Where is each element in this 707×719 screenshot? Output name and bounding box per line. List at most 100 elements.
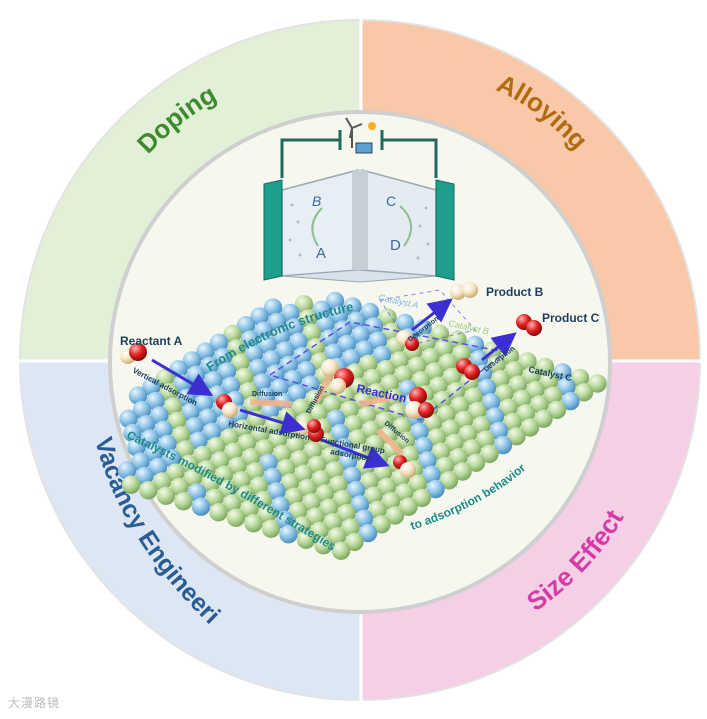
lattice-atom <box>285 318 304 337</box>
lattice-atom <box>191 497 211 516</box>
lattice-atom <box>520 418 540 437</box>
lattice-atom <box>491 369 510 389</box>
label-reactant-a: Reactant A <box>120 334 183 348</box>
lattice-atom <box>407 356 427 376</box>
lattice-atom <box>236 485 255 504</box>
lattice-atom <box>561 391 580 411</box>
lattice-atom <box>267 312 287 332</box>
lattice-atom <box>466 453 486 472</box>
lattice-atom <box>381 492 401 511</box>
lattice-atom <box>257 505 277 524</box>
lattice-atom <box>358 523 378 543</box>
lattice-atom <box>535 357 555 377</box>
lattice-atom <box>508 375 528 394</box>
lattice-atom <box>218 479 238 499</box>
lattice-atom <box>462 439 482 458</box>
lattice-atom <box>385 506 405 525</box>
lattice-atom <box>210 451 230 470</box>
lattice-atom <box>205 488 224 508</box>
lattice-atom <box>518 352 537 371</box>
lattice-atom <box>217 362 237 381</box>
lattice-atom <box>349 377 369 396</box>
arrow-functional-group <box>321 438 390 469</box>
lattice-atom <box>213 347 233 367</box>
lattice-atom <box>268 430 288 449</box>
lattice-atom <box>322 395 342 414</box>
hydrogen-atom <box>462 282 478 298</box>
lattice-atom <box>298 478 317 498</box>
lattice-atom <box>360 472 379 491</box>
molecules <box>120 282 542 478</box>
lattice-atom <box>224 442 243 461</box>
lattice-atom <box>357 406 377 425</box>
lattice-atom <box>499 398 518 417</box>
oxygen-atom <box>405 337 419 351</box>
lattice-atom <box>526 380 545 400</box>
lattice-atom <box>343 297 362 316</box>
lattice-atom <box>214 465 234 484</box>
lattice-atom <box>231 353 250 372</box>
lattice-atom <box>315 484 335 503</box>
lattice-atom <box>158 434 177 454</box>
lattice-atom <box>433 390 452 410</box>
arrow-vertical-adsorption <box>151 358 214 397</box>
lattice-atom <box>512 389 532 409</box>
lattice-atom <box>503 412 522 432</box>
lattice-atom <box>453 462 472 481</box>
lattice-atom <box>175 440 195 459</box>
lattice-atom <box>250 307 269 326</box>
lattice-atom <box>410 422 429 442</box>
lattice-atom <box>260 401 280 421</box>
lattice-atom <box>326 409 346 428</box>
lattice-atom <box>388 402 408 422</box>
lattice-atom <box>348 429 367 448</box>
lattice-atom <box>287 384 307 403</box>
lattice-atom <box>289 332 308 351</box>
lattice-atom <box>162 449 181 468</box>
lattice-atom <box>411 371 431 390</box>
lattice-atom <box>364 486 383 505</box>
oxygen-atom <box>464 364 480 380</box>
lattice-atom <box>279 525 298 544</box>
lattice-atom <box>279 355 299 374</box>
lattice-atom <box>154 420 173 439</box>
lattice-atom <box>226 508 246 527</box>
lattice-atom <box>390 351 409 370</box>
cell-label-a: A <box>316 245 326 262</box>
lattice-atom <box>170 477 189 497</box>
lattice-atom <box>376 360 396 379</box>
lattice-atom <box>222 494 242 513</box>
catalyst-zone-a <box>379 289 476 346</box>
lattice-atom <box>327 527 347 546</box>
left-electrode <box>263 179 283 281</box>
lattice-atom <box>329 306 349 325</box>
lattice-atom <box>255 439 274 458</box>
right-electrode <box>435 179 455 281</box>
lattice-atom <box>206 437 226 456</box>
lattice-atom <box>324 343 343 362</box>
lattice-atom <box>333 320 353 339</box>
arrow-desorption-2 <box>481 332 517 362</box>
lattice-atom <box>372 515 391 534</box>
lattice-atom <box>337 504 356 523</box>
lattice-atom <box>220 428 239 447</box>
lattice-atom <box>347 311 366 330</box>
lattice-atom <box>346 481 366 500</box>
lattice-atom <box>144 443 164 462</box>
cell-label-c: C <box>386 193 396 209</box>
lattice-atom <box>140 429 160 448</box>
label-product-b: Product B <box>486 285 544 299</box>
lattice-atom <box>321 446 340 466</box>
diffusion-arrows <box>249 374 405 457</box>
lattice-atom <box>325 291 345 311</box>
arrow-desorption-1 <box>411 298 453 332</box>
oxygen-atom <box>526 320 542 336</box>
lattice-atom <box>181 402 200 422</box>
lattice-atom <box>227 339 246 358</box>
lattice-atom <box>399 497 418 516</box>
lattice-atom <box>189 431 208 450</box>
lattice-atom <box>117 461 137 480</box>
lattice-atom <box>252 373 272 392</box>
hydrogen-atom <box>450 284 466 300</box>
